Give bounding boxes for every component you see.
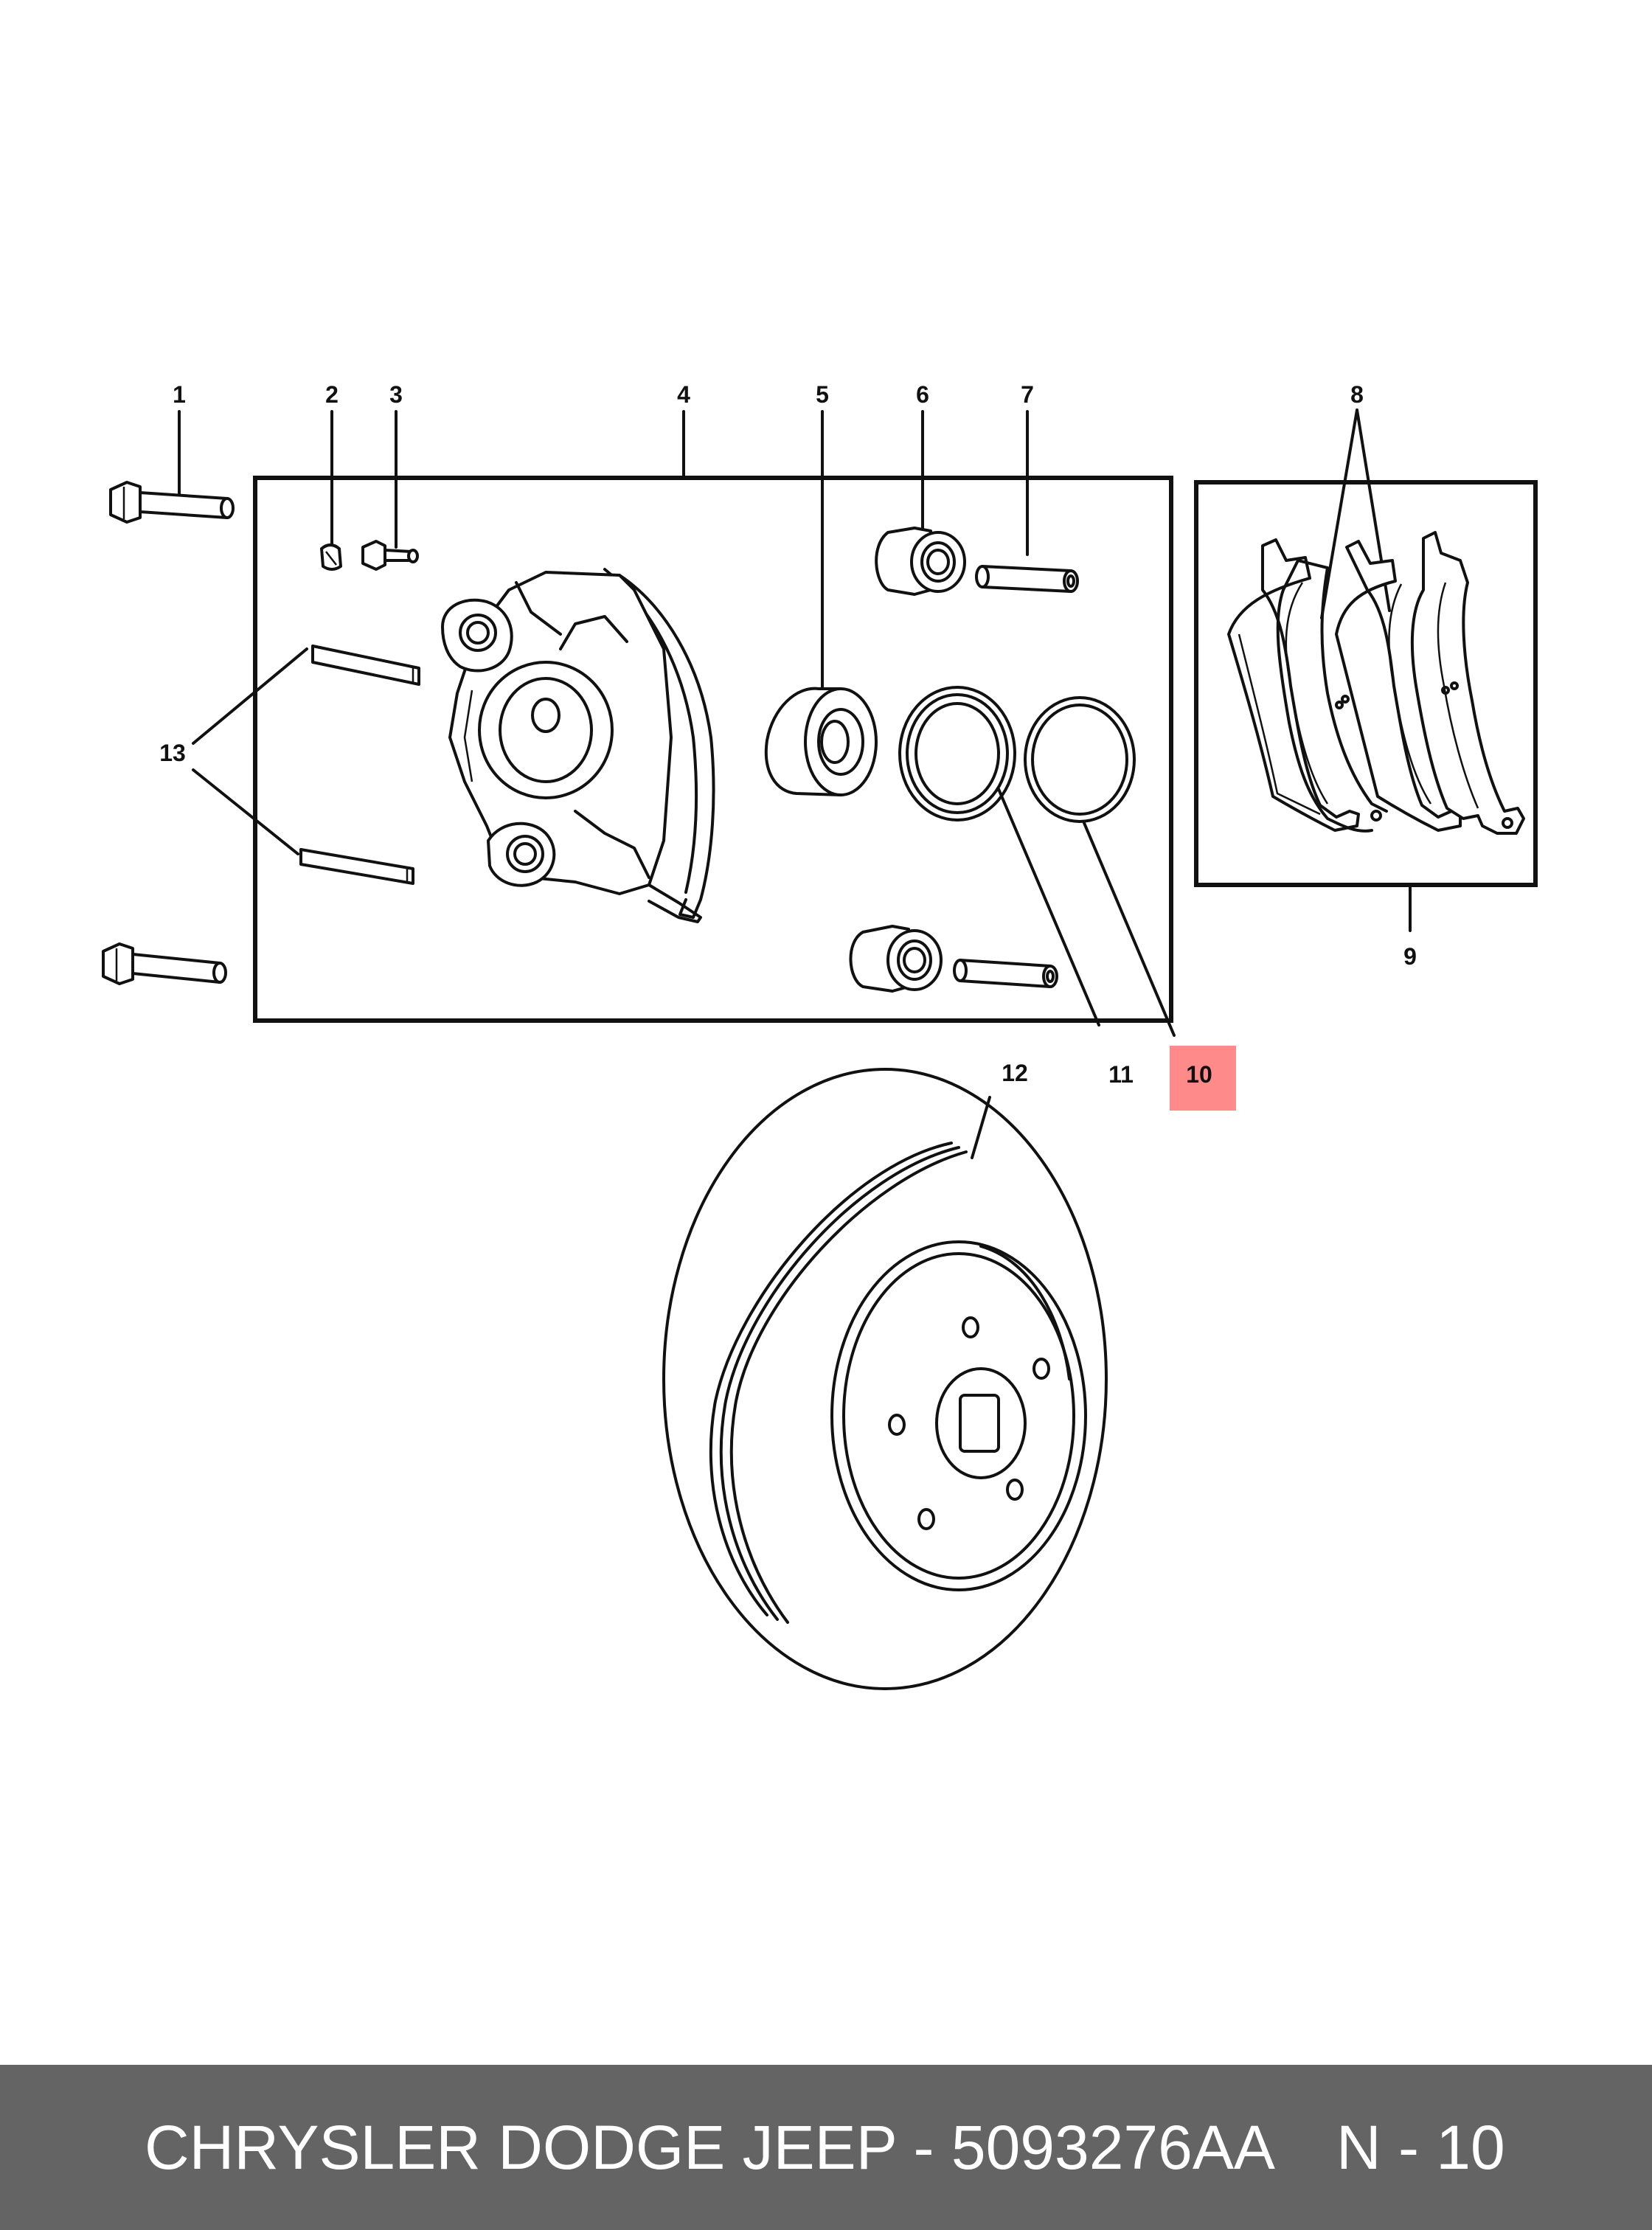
anti-rattle-clip-icon <box>311 645 420 686</box>
bleeder-cap-icon <box>320 543 342 571</box>
guide-sleeve-icon <box>975 565 1079 593</box>
callout-3: 3 <box>389 381 403 408</box>
callout-1: 1 <box>173 381 186 408</box>
callout-11: 11 <box>1108 1061 1134 1088</box>
guide-sleeve-lower-icon <box>953 959 1058 988</box>
callout-5: 5 <box>816 381 829 408</box>
callout-9: 9 <box>1403 943 1417 970</box>
callout-2: 2 <box>325 381 339 408</box>
callout-6: 6 <box>916 381 929 408</box>
brake-pad-kit-frame <box>1194 480 1538 887</box>
part-caption: CHRYSLER DODGE JEEP - 5093276AA <box>145 2113 1275 2182</box>
piston-boot-icon <box>898 686 1016 822</box>
guide-bolt-lower-icon <box>102 942 227 985</box>
anti-rattle-clip-lower-icon <box>299 848 414 885</box>
caliper-kit-frame <box>253 476 1173 1023</box>
brake-pad-inner-icon <box>1227 538 1388 833</box>
guide-bolt-icon <box>109 481 235 524</box>
callout-10: 10 <box>1186 1061 1212 1088</box>
brake-rotor-icon <box>662 1068 1108 1690</box>
callout-8: 8 <box>1350 381 1364 408</box>
callout-4: 4 <box>677 381 690 408</box>
brake-parts-diagram: .ln { fill: none; stroke: #111; stroke-w… <box>102 381 1538 1690</box>
caliper-piston-icon <box>764 687 878 796</box>
bleeder-screw-icon <box>361 540 419 571</box>
brake-pad-outer-icon <box>1335 531 1525 835</box>
caliper-bushing-lower-icon <box>849 925 943 993</box>
brake-caliper-icon <box>441 568 715 923</box>
highlighted-callout-box <box>1170 1046 1236 1111</box>
callout-12: 12 <box>1002 1060 1028 1086</box>
footer-bar: CHRYSLER DODGE JEEP - 5093276AA N - 10 <box>0 2065 1652 2230</box>
piston-seal-icon <box>1024 696 1136 823</box>
position-code: N - 10 <box>1336 2113 1505 2182</box>
callout-7: 7 <box>1021 381 1034 408</box>
leader-lines <box>178 409 1412 1159</box>
caliper-bushing-icon <box>875 527 966 596</box>
callout-13: 13 <box>159 740 186 766</box>
